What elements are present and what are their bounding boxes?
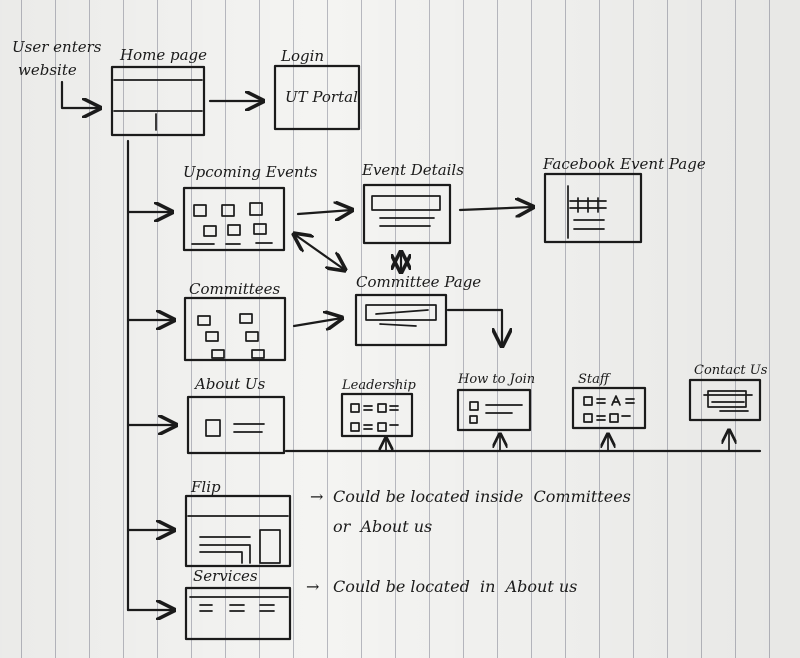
login-box [273,64,361,131]
login-label: Login [280,47,324,65]
ut-portal-label: UT Portal [285,88,358,106]
home-page-box [110,65,206,137]
entry-label: User enters website [12,38,102,79]
contact-us-box [688,378,762,422]
facebook-event-box [543,172,643,244]
leadership-box [340,392,414,438]
event-details-label: Event Details [361,161,464,179]
home-page-node: Home page [110,46,207,137]
how-to-join-label: How to Join [457,372,535,387]
flip-box [184,494,292,568]
contact-us-node: Contact Us [688,363,768,422]
events-to-details-arrow [296,210,352,214]
committee-page-box [354,293,448,347]
committee-page-down-arrow [446,308,502,346]
contact-us-label: Contact Us [694,363,768,378]
leadership-node: Leadership [340,378,417,438]
upcoming-events-node: Upcoming Events [182,163,318,252]
flip-note-line1: Could be located inside Committees [333,487,631,506]
facebook-event-node: Facebook Event Page [542,155,706,244]
entry-label-line1: User enters [12,38,102,56]
event-details-node: Event Details [361,161,464,245]
services-note: → Could be located in About us [306,577,577,596]
event-details-box [362,183,452,245]
upcoming-events-label: Upcoming Events [183,163,318,181]
committee-page-node: Committee Page [354,273,481,347]
flip-note-arrow: → [310,487,323,506]
flip-note: → Could be located inside Committees or … [310,487,631,536]
entry-arrow [60,80,100,108]
how-to-join-node: How to Join [456,372,535,432]
events-committee-link [294,234,345,270]
committees-node: Committees [183,280,287,362]
services-label: Services [193,567,258,585]
home-page-label: Home page [119,46,207,64]
committee-page-label: Committee Page [356,273,481,291]
upcoming-events-box [182,186,286,252]
flip-note-line2: or About us [333,517,432,536]
committees-label: Committees [189,280,281,298]
committees-to-page-arrow [292,318,342,326]
how-to-join-box [456,388,532,432]
services-note-line1: Could be located in About us [333,577,577,596]
leadership-label: Leadership [341,378,417,393]
details-to-facebook-arrow [458,207,533,210]
services-box [184,586,292,641]
about-us-box [186,395,286,455]
staff-box [571,386,647,430]
staff-label: Staff [578,372,612,387]
committees-box [183,296,287,362]
staff-node: Staff [571,372,647,430]
services-note-arrow: → [306,577,319,596]
flip-label: Flip [190,478,221,496]
flip-node: Flip [184,478,292,568]
entry-label-line2: website [18,61,77,79]
facebook-event-label: Facebook Event Page [542,155,706,173]
about-us-node: About Us [186,375,762,455]
login-node: Login UT Portal [273,47,361,131]
services-node: Services [184,567,292,641]
about-us-label: About Us [193,375,266,393]
